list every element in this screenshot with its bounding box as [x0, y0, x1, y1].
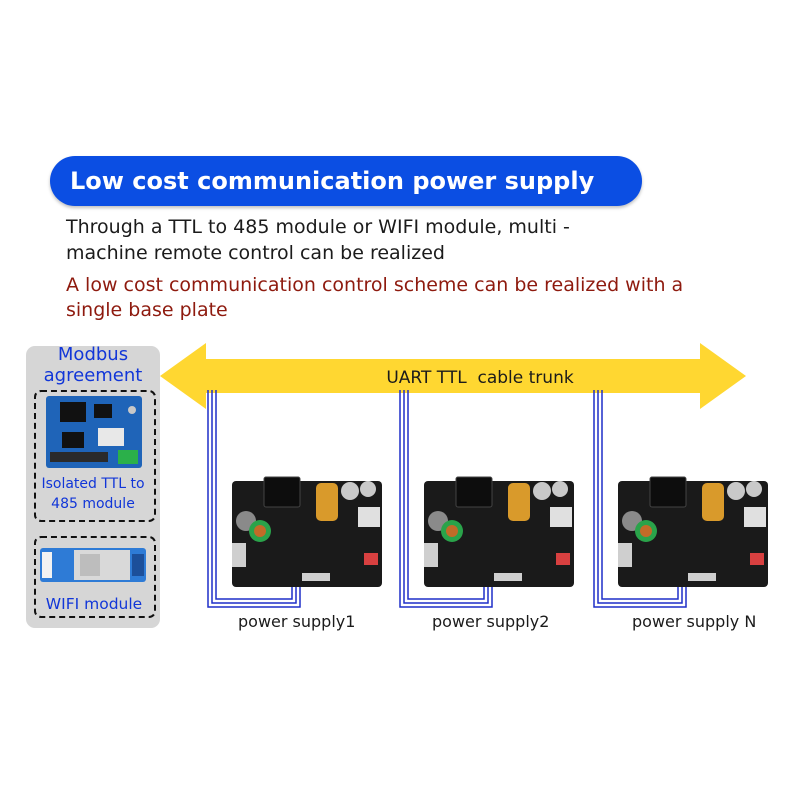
trunk-label: UART TTL cable trunk	[386, 368, 574, 388]
title-banner	[50, 156, 642, 206]
power-supply-group-2	[399, 390, 574, 608]
modbus-panel-title: Modbus agreement	[43, 344, 143, 386]
power-supply-group-n	[593, 390, 768, 608]
wifi-module-icon	[40, 548, 146, 582]
power-supply-group-1	[207, 390, 382, 608]
wifi-module-label: WIFI module	[45, 595, 143, 613]
power-supply-label-n: power supply N	[632, 612, 757, 631]
pcb-board-icon	[424, 476, 574, 587]
arrow-double-icon	[160, 343, 746, 409]
page-title: Low cost communication power supply	[70, 167, 595, 195]
ttl-485-module-icon	[46, 396, 142, 468]
ttl485-module-label: Isolated TTL to 485 module	[41, 476, 145, 512]
power-supply-label-2: power supply2	[432, 612, 550, 631]
pcb-board-icon	[232, 476, 382, 587]
power-supply-label-1: power supply1	[238, 612, 356, 631]
wifi-module-box	[34, 536, 156, 618]
ttl485-module-box	[34, 390, 156, 522]
highlight-text: A low cost communication control scheme …	[66, 274, 684, 321]
pcb-board-icon	[618, 476, 768, 587]
subtitle-text: Through a TTL to 485 module or WIFI modu…	[66, 216, 570, 264]
